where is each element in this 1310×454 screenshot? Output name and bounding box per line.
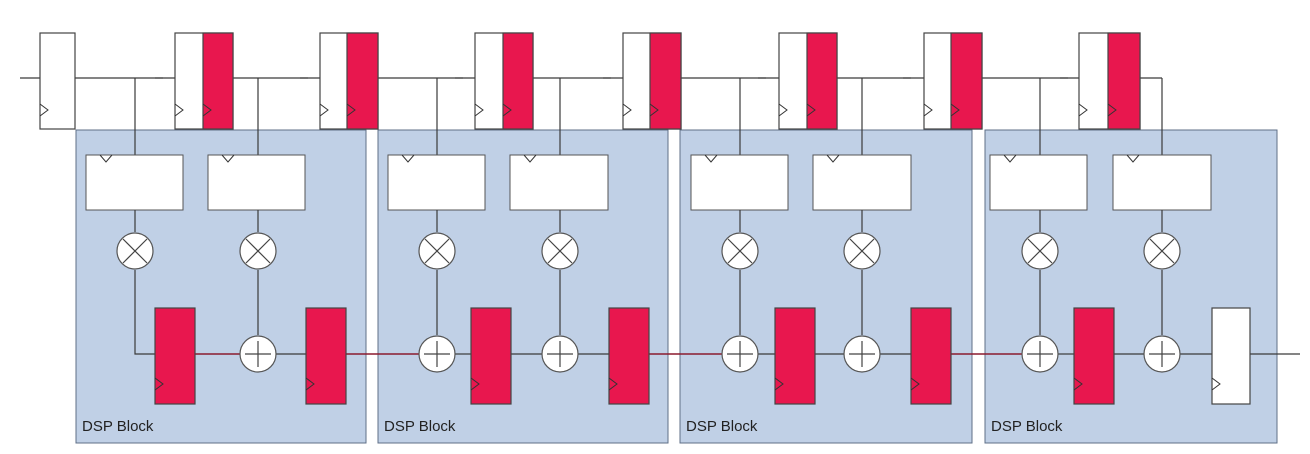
multipliers: [116, 232, 1181, 270]
clock-icon: [950, 103, 960, 117]
operand-register: [387, 154, 486, 211]
multiplier-icon: [541, 232, 579, 270]
input-register-0: [39, 32, 76, 130]
pipeline-register: [470, 307, 512, 405]
operand-register: [812, 154, 912, 211]
adders: [239, 335, 1181, 373]
pipeline-register: [774, 307, 816, 405]
input-register-2: [319, 32, 379, 130]
operand-register: [690, 154, 789, 211]
pipeline-register: [154, 307, 196, 405]
operand-registers: [85, 154, 1212, 211]
pipeline-register: [305, 307, 347, 405]
multiplier-icon: [418, 232, 456, 270]
dsp-block-label: DSP Block: [991, 418, 1063, 435]
operand-register: [207, 154, 306, 211]
clock-icon: [1078, 103, 1088, 117]
input-register-7: [1078, 32, 1141, 130]
clock-icon: [346, 103, 356, 117]
operand-register: [1112, 154, 1212, 211]
output-register: [1211, 307, 1251, 405]
operand-register: [85, 154, 184, 211]
block-labels: DSP Block DSP Block DSP Block DSP Block: [82, 418, 1063, 435]
clock-icon: [39, 103, 49, 117]
input-register-1: [174, 32, 234, 130]
input-register-6: [923, 32, 983, 130]
adder-icon: [239, 335, 277, 373]
dsp-block-label: DSP Block: [82, 418, 154, 435]
clock-icon: [778, 103, 788, 117]
clock-icon: [649, 103, 659, 117]
multiplier-icon: [721, 232, 759, 270]
datapath-wires: [134, 210, 1300, 355]
operand-register: [989, 154, 1088, 211]
clock-icon: [202, 103, 212, 117]
adder-icon: [418, 335, 456, 373]
clock-icon: [1107, 103, 1117, 117]
adder-icon: [1021, 335, 1059, 373]
input-register-5: [778, 32, 838, 130]
adder-icon: [721, 335, 759, 373]
pipeline-register: [608, 307, 650, 405]
pipeline-register: [1073, 307, 1115, 405]
clock-icon: [806, 103, 816, 117]
clock-icon: [319, 103, 329, 117]
dsp-block-label: DSP Block: [686, 418, 758, 435]
input-registers: [39, 32, 1141, 130]
multiplier-icon: [1021, 232, 1059, 270]
input-delay-line: [20, 77, 1163, 155]
input-register-4: [622, 32, 682, 130]
clock-icon: [622, 103, 632, 117]
adder-icon: [1143, 335, 1181, 373]
input-register-3: [474, 32, 534, 130]
pipeline-registers: [154, 307, 1251, 405]
dsp-block-label: DSP Block: [384, 418, 456, 435]
multiplier-icon: [1143, 232, 1181, 270]
clock-icon: [174, 103, 184, 117]
multiplier-icon: [239, 232, 277, 270]
clock-icon: [502, 103, 512, 117]
clock-icon: [923, 103, 933, 117]
adder-icon: [541, 335, 579, 373]
multiplier-icon: [116, 232, 154, 270]
multiplier-icon: [843, 232, 881, 270]
adder-icon: [843, 335, 881, 373]
operand-register: [509, 154, 609, 211]
pipeline-register: [910, 307, 952, 405]
clock-icon: [474, 103, 484, 117]
